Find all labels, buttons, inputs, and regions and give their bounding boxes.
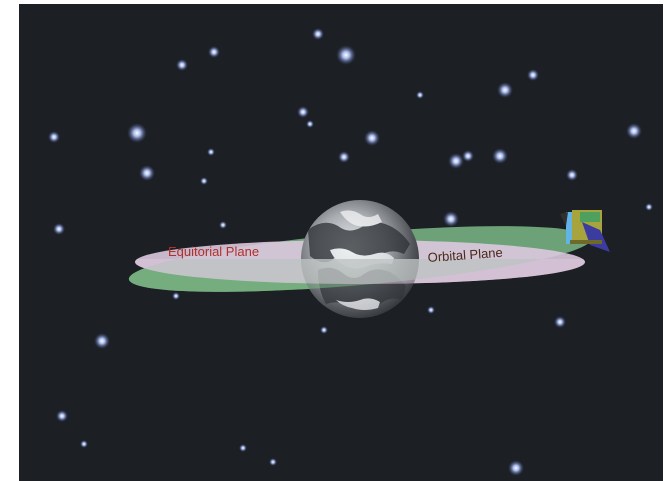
star: [53, 223, 65, 235]
star: [492, 148, 508, 164]
orbital-plane-label: Orbital Plane: [427, 245, 503, 265]
star: [80, 440, 88, 448]
star: [427, 306, 435, 314]
star: [497, 82, 513, 98]
star: [172, 292, 180, 300]
star: [462, 150, 474, 162]
star: [336, 45, 356, 65]
star: [127, 123, 147, 143]
star: [566, 169, 578, 181]
star: [94, 333, 110, 349]
star: [645, 203, 653, 211]
star: [239, 444, 247, 452]
star: [56, 410, 68, 422]
star: [312, 28, 324, 40]
equatorial-plane-label: Equitorial Plane: [168, 244, 259, 259]
star-field: [48, 28, 653, 476]
star: [448, 153, 464, 169]
star: [200, 177, 208, 185]
star: [554, 316, 566, 328]
equatorial-plane-front: [135, 259, 585, 284]
star: [626, 123, 642, 139]
star: [176, 59, 188, 71]
star: [208, 46, 220, 58]
star: [320, 326, 328, 334]
star: [508, 460, 524, 476]
star: [207, 148, 215, 156]
satellite-icon: [560, 210, 610, 252]
star: [416, 91, 424, 99]
star: [364, 130, 380, 146]
star: [297, 106, 309, 118]
star: [48, 131, 60, 143]
star: [139, 165, 155, 181]
star: [443, 211, 459, 227]
star: [219, 221, 227, 229]
star: [306, 120, 314, 128]
star: [527, 69, 539, 81]
star: [269, 458, 277, 466]
star: [338, 151, 350, 163]
